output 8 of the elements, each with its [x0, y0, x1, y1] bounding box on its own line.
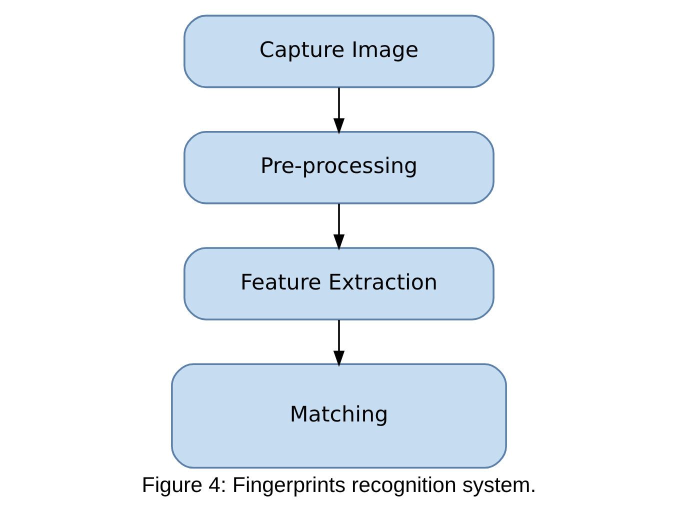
node-box: Matching — [171, 363, 507, 469]
arrow — [333, 320, 345, 367]
node-box: Pre-processing — [184, 130, 494, 204]
arrow — [333, 204, 345, 250]
arrow — [333, 88, 345, 134]
node-box: Capture Image — [184, 14, 494, 88]
node-box: Feature Extraction — [184, 247, 494, 320]
caption: Figure 4: Fingerprints recognition system. — [142, 473, 536, 498]
